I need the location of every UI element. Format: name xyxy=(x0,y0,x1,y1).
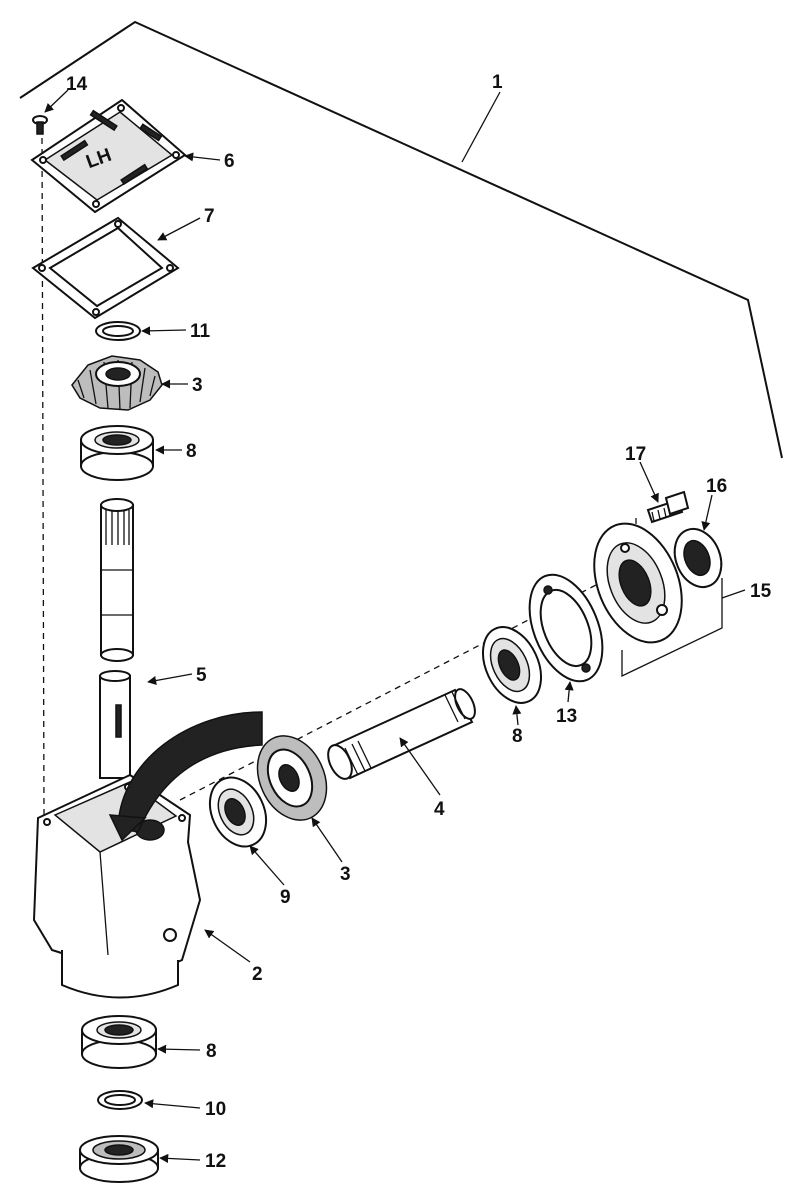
key-pin-5 xyxy=(99,670,131,779)
callout-7: 7 xyxy=(204,206,215,227)
snap-ring-10 xyxy=(97,1090,143,1110)
leader-11 xyxy=(141,326,187,336)
leader-3-lower xyxy=(311,817,343,863)
bearing-8-middle xyxy=(481,626,543,704)
callout-5: 5 xyxy=(196,665,207,686)
leader-17 xyxy=(639,461,659,503)
bolt-17 xyxy=(646,490,690,524)
bracket-15 xyxy=(621,578,723,678)
callout-17: 17 xyxy=(625,444,646,465)
assembly-bracket xyxy=(19,20,783,459)
horizontal-shaft-4 xyxy=(327,688,476,780)
callout-15: 15 xyxy=(750,581,772,602)
callout-6: 6 xyxy=(224,151,235,172)
cover-plate-6: LH xyxy=(30,98,187,214)
gasket-7 xyxy=(31,216,180,320)
leader-14 xyxy=(44,89,69,113)
seal-16 xyxy=(673,527,723,589)
bevel-gear-3-upper xyxy=(71,355,163,411)
leader-15 xyxy=(721,589,746,599)
leader-8-lower xyxy=(157,1044,201,1054)
leader-5 xyxy=(147,673,193,686)
callout-4: 4 xyxy=(434,799,445,820)
bearing-9 xyxy=(208,776,268,848)
callout-11: 11 xyxy=(190,321,211,342)
leader-7 xyxy=(157,217,201,241)
callout-12: 12 xyxy=(205,1151,226,1172)
leader-4 xyxy=(399,737,441,796)
leader-6 xyxy=(184,152,221,162)
assembly-direction-arrow xyxy=(117,711,263,833)
leader-2 xyxy=(204,929,251,963)
callout-1: 1 xyxy=(492,72,503,93)
leader-9 xyxy=(249,845,285,886)
leader-13 xyxy=(564,681,574,703)
callout-8-lower: 8 xyxy=(206,1041,217,1062)
leader-16 xyxy=(701,494,713,531)
callout-2: 2 xyxy=(252,964,263,985)
flange-housing-15 xyxy=(593,522,683,644)
leader-1 xyxy=(461,91,501,163)
retaining-ring-11 xyxy=(95,321,141,341)
gasket-13 xyxy=(528,573,604,683)
bearing-8-upper xyxy=(80,425,154,481)
callout-14: 14 xyxy=(66,74,88,95)
alignment-line-vertical xyxy=(41,137,45,816)
callout-13: 13 xyxy=(556,706,577,727)
callout-3-upper: 3 xyxy=(192,375,203,396)
leader-10 xyxy=(144,1099,201,1109)
seal-12 xyxy=(79,1135,159,1183)
assembly-arrowhead xyxy=(108,814,147,842)
gearbox-housing-2 xyxy=(32,773,202,999)
leader-12 xyxy=(159,1153,201,1163)
leader-8-middle xyxy=(512,705,522,726)
callout-16: 16 xyxy=(706,476,727,497)
bearing-8-lower xyxy=(81,1015,157,1069)
callout-9: 9 xyxy=(280,887,291,908)
callout-8-middle: 8 xyxy=(512,726,523,747)
callout-10: 10 xyxy=(205,1099,226,1120)
callout-8-upper: 8 xyxy=(186,441,197,462)
callout-3-lower: 3 xyxy=(340,864,351,885)
screw-14 xyxy=(32,115,48,135)
bevel-gear-3-lower xyxy=(256,735,328,821)
vertical-shaft xyxy=(100,498,134,662)
